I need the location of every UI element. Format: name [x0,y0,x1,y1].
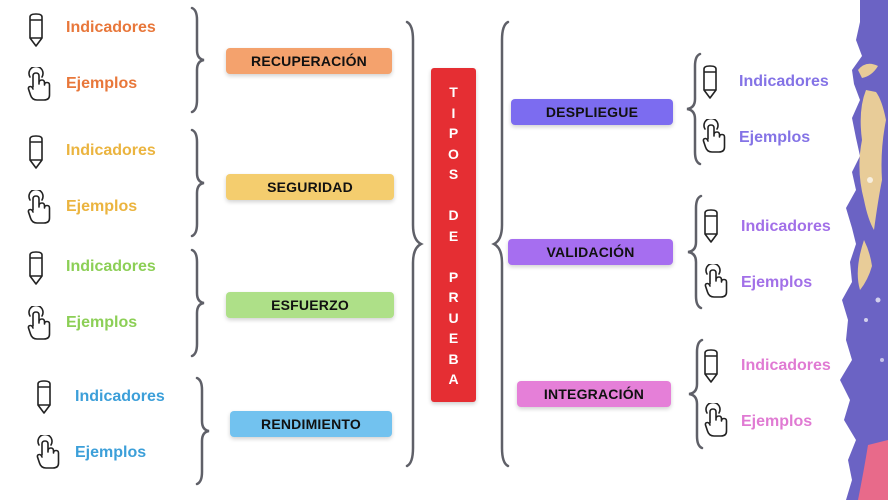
indicadores-label: Indicadores [739,73,829,90]
ejemplos-label: Ejemplos [66,198,138,215]
curly-brace [683,194,703,310]
category-label: INTEGRACIÓN [543,386,645,402]
category-pill-validacion[interactable]: VALIDACIÓN [508,239,673,265]
pencil-icon [700,348,722,384]
pencil-icon [33,379,55,415]
title-letter: U [448,309,459,326]
indicadores-label: Indicadores [75,388,165,405]
decorative-texture-edge [838,0,888,500]
ejemplos-label: Ejemplos [66,314,138,331]
title-letter: I [451,104,456,121]
title-letter: D [448,207,459,223]
curly-brace [190,128,210,238]
indicadores-label: Indicadores [66,142,156,159]
title-letter: T [449,84,458,100]
category-pill-despliegue[interactable]: DESPLIEGUE [511,99,673,125]
category-pill-esfuerzo[interactable]: ESFUERZO [226,292,394,318]
pencil-icon [25,12,47,48]
pointing-hand-icon [26,306,54,342]
curly-brace [195,376,215,486]
pencil-icon [25,134,47,170]
indicadores-label: Indicadores [741,218,831,235]
indicadores-label: Indicadores [66,19,156,36]
pointing-hand-icon [35,435,63,471]
pointing-hand-icon [701,119,729,155]
category-label: RENDIMIENTO [261,416,361,432]
title-letter: B [448,350,459,367]
category-label: VALIDACIÓN [546,244,635,260]
pointing-hand-icon [26,190,54,226]
category-pill-rendimiento[interactable]: RENDIMIENTO [230,411,392,437]
pencil-icon [700,208,722,244]
curly-brace [684,338,704,450]
category-label: SEGURIDAD [267,179,353,195]
ejemplos-label: Ejemplos [66,75,138,92]
category-pill-seguridad[interactable]: SEGURIDAD [226,174,394,200]
curly-brace [190,248,210,358]
pencil-icon [25,250,47,286]
title-letter: S [448,166,459,182]
title-box: T I P O S D E P R U E B A [431,68,476,402]
category-label: ESFUERZO [271,297,349,313]
category-pill-integracion[interactable]: INTEGRACIÓN [517,381,671,407]
ejemplos-label: Ejemplos [741,413,813,430]
curly-brace-left-main [405,20,425,468]
title-letter: E [448,227,459,244]
indicadores-label: Indicadores [66,258,156,275]
ejemplos-label: Ejemplos [739,129,811,146]
title-letter: E [448,330,459,346]
ejemplos-label: Ejemplos [741,274,813,291]
curly-brace [190,6,210,114]
pointing-hand-icon [703,264,731,300]
title-letter: O [448,145,459,162]
category-label: DESPLIEGUE [545,104,639,120]
curly-brace-right-main [490,20,510,468]
title-letter: A [448,371,459,387]
title-letter: R [448,289,459,305]
title-letter: P [448,125,459,141]
title-letter: P [448,268,459,285]
pencil-icon [699,64,721,100]
category-label: RECUPERACIÓN [251,53,367,69]
ejemplos-label: Ejemplos [75,444,147,461]
indicadores-label: Indicadores [741,357,831,374]
pointing-hand-icon [703,403,731,439]
category-pill-recuperacion[interactable]: RECUPERACIÓN [226,48,392,74]
curly-brace [682,52,702,166]
pointing-hand-icon [26,67,54,103]
